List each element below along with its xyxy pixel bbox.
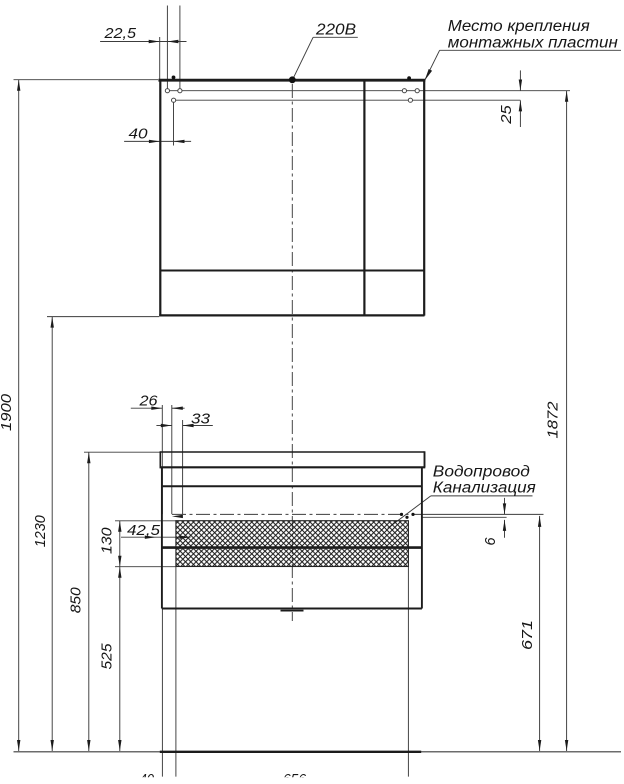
svg-text:1230: 1230 (33, 515, 49, 547)
svg-text:1872: 1872 (546, 402, 562, 439)
svg-text:130: 130 (100, 528, 116, 555)
svg-text:22,5: 22,5 (103, 26, 137, 42)
svg-text:6: 6 (483, 537, 499, 546)
svg-text:Водопровод: Водопровод (433, 464, 530, 481)
svg-text:Место крепления: Место крепления (448, 18, 590, 35)
svg-text:850: 850 (69, 587, 85, 613)
svg-text:525: 525 (100, 643, 116, 670)
svg-text:33: 33 (191, 412, 210, 428)
svg-text:220В: 220В (315, 22, 356, 39)
svg-text:монтажных пластин: монтажных пластин (448, 35, 619, 52)
svg-text:671: 671 (520, 620, 536, 650)
svg-text:26: 26 (138, 394, 158, 410)
svg-text:1900: 1900 (0, 394, 15, 431)
svg-text:25: 25 (499, 104, 515, 125)
svg-text:Канализация: Канализация (433, 480, 536, 497)
svg-text:42,5: 42,5 (127, 523, 161, 539)
svg-text:40: 40 (140, 772, 155, 784)
svg-text:40: 40 (129, 127, 148, 143)
svg-text:656: 656 (283, 772, 307, 784)
